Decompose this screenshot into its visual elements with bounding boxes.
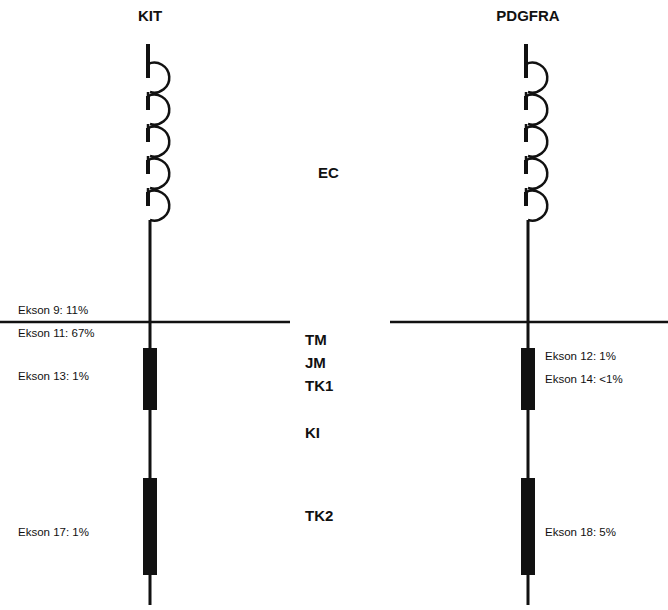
membrane-line: [0, 321, 290, 324]
receptor-name: KIT: [138, 8, 162, 25]
exon-frequency: Ekson 12: 1%: [545, 350, 616, 363]
receptor-name: PDGFRA: [496, 8, 559, 25]
kit-receptor: [143, 44, 169, 605]
domain-label: JM: [305, 355, 326, 372]
exon-frequency: Ekson 11: 67%: [18, 327, 95, 340]
exon-frequency: Ekson 13: 1%: [18, 370, 89, 383]
exon-frequency: Ekson 17: 1%: [18, 526, 89, 539]
domain-label: EC: [318, 165, 339, 182]
pdgfra-receptor: [521, 44, 547, 605]
exon-frequency: Ekson 14: <1%: [545, 373, 623, 386]
domain-label: KI: [305, 425, 320, 442]
domain-label: TK1: [305, 378, 333, 395]
exon-frequency: Ekson 18: 5%: [545, 526, 616, 539]
exon-frequency: Ekson 9: 11%: [18, 304, 88, 317]
domain-label: TK2: [305, 508, 333, 525]
domain-label: TM: [305, 332, 327, 349]
